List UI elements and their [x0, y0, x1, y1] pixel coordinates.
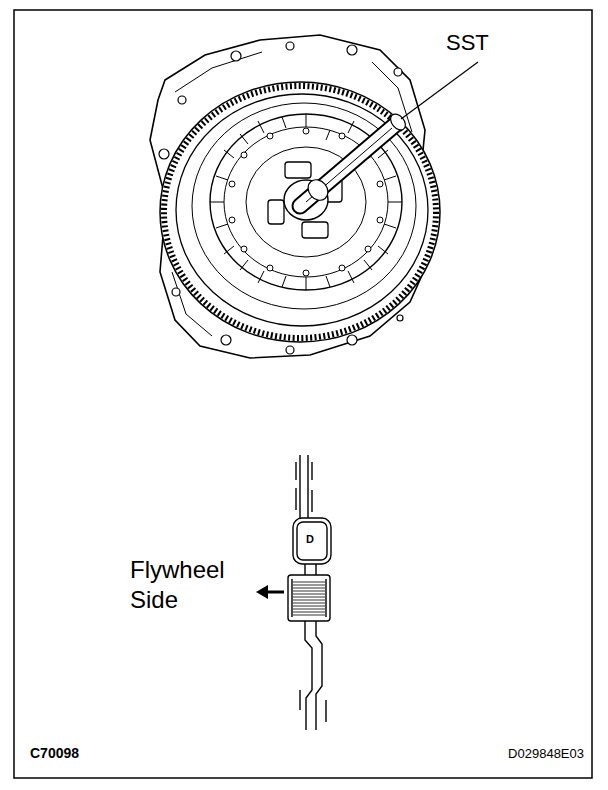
clutch-disc	[210, 114, 402, 290]
tool-label: SST	[446, 30, 489, 56]
flywheel	[160, 82, 440, 342]
sst-shaft	[300, 124, 396, 206]
disc-segments	[210, 114, 402, 290]
sst-end	[388, 111, 409, 133]
direction-label: Flywheel Side	[130, 555, 242, 615]
friction-edge	[192, 103, 416, 309]
sst-collar	[304, 176, 332, 204]
ring-gear	[164, 86, 436, 338]
spring-coils	[293, 582, 325, 615]
figure-frame	[14, 10, 592, 778]
disc-cross-section	[288, 455, 331, 730]
leader-line	[401, 62, 478, 119]
part-mark: D	[306, 533, 314, 546]
flywheel-face	[176, 94, 428, 326]
figure-code: D029848E03	[508, 746, 584, 762]
figure-code: C70098	[30, 745, 79, 762]
direction-arrow	[266, 591, 284, 594]
sst-shaft-outline	[300, 124, 396, 206]
arrow-head	[256, 585, 268, 599]
